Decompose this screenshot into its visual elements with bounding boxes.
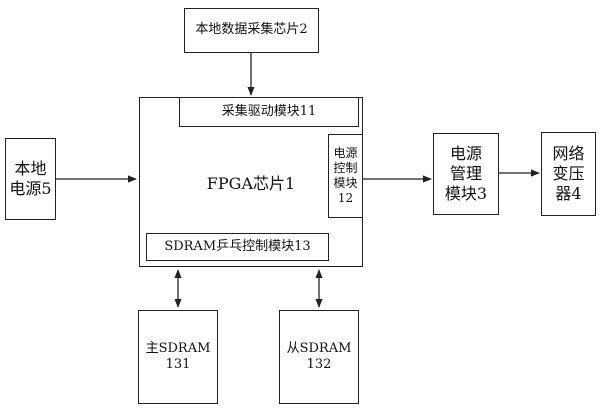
acq-driver-label: 采集驱动模块11 bbox=[221, 103, 317, 119]
power-ctrl-line4: 12 bbox=[337, 191, 354, 205]
transformer-line2: 变压 bbox=[552, 164, 585, 183]
sdram-pingpong-label: SDRAM乒乓控制模块13 bbox=[164, 238, 311, 254]
power-ctrl-line1: 电源 bbox=[333, 146, 358, 160]
transformer-block: 网络 变压 器4 bbox=[541, 132, 596, 216]
power-mgmt-line1: 电源 bbox=[449, 144, 482, 163]
local-power-line1: 本地 bbox=[14, 159, 47, 178]
sdram-slave-line2: 132 bbox=[306, 357, 332, 372]
sdram-slave-line1: 从SDRAM bbox=[286, 340, 352, 356]
local-power-block: 本地 电源5 bbox=[5, 138, 56, 220]
acq-chip-block: 本地数据采集芯片2 bbox=[184, 8, 319, 53]
local-power-line2: 电源5 bbox=[9, 179, 52, 198]
sdram-slave-block: 从SDRAM 132 bbox=[279, 310, 359, 404]
sdram-pingpong-block: SDRAM乒乓控制模块13 bbox=[146, 233, 329, 261]
power-mgmt-line2: 管理 bbox=[449, 164, 482, 183]
power-ctrl-line3: 模块 bbox=[333, 176, 358, 190]
acq-driver-block: 采集驱动模块11 bbox=[179, 97, 359, 127]
acq-chip-label: 本地数据采集芯片2 bbox=[195, 22, 308, 38]
fpga-label: FPGA芯片1 bbox=[206, 174, 296, 193]
transformer-line3: 器4 bbox=[555, 184, 582, 203]
sdram-main-line1: 主SDRAM bbox=[145, 340, 211, 356]
sdram-main-line2: 131 bbox=[165, 357, 191, 372]
transformer-line1: 网络 bbox=[552, 144, 585, 163]
power-ctrl-block: 电源 控制 模块 12 bbox=[328, 134, 363, 218]
sdram-main-block: 主SDRAM 131 bbox=[138, 310, 218, 404]
power-mgmt-block: 电源 管理 模块3 bbox=[433, 133, 499, 215]
power-mgmt-line3: 模块3 bbox=[444, 184, 488, 203]
power-ctrl-line2: 控制 bbox=[333, 161, 358, 175]
